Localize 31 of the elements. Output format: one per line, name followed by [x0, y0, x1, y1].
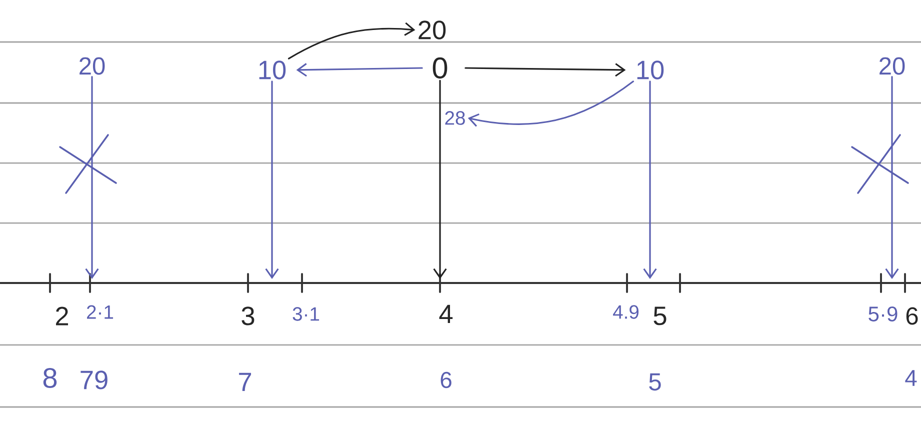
number-label: 4	[905, 370, 917, 386]
number-label: 2	[56, 306, 68, 326]
number-label: 6	[906, 307, 918, 325]
number-label: 8	[43, 368, 57, 388]
arrow	[885, 76, 899, 279]
number-label: 4	[439, 304, 453, 324]
number-label: 5	[649, 373, 661, 391]
number-label: 3	[242, 306, 254, 326]
number-label: 10	[637, 60, 664, 80]
arrow	[296, 63, 423, 77]
arrow	[464, 63, 626, 77]
arrow	[468, 80, 634, 127]
number-label: 20	[418, 20, 446, 40]
number-label: 3·1	[292, 307, 320, 321]
number-label: 5·9	[868, 306, 898, 322]
number-label: 0	[432, 57, 448, 79]
number-label: 6	[440, 372, 452, 388]
arrow	[265, 80, 279, 279]
number-label: 5	[654, 306, 666, 326]
number-label: 7	[239, 372, 252, 392]
number-label: 10	[259, 60, 286, 80]
number-label: 28	[445, 111, 465, 125]
number-label: 79	[80, 370, 108, 390]
arrow	[288, 22, 416, 60]
number-label: 4.9	[613, 305, 639, 319]
arrow	[643, 80, 657, 279]
arrow	[433, 80, 447, 279]
number-label: 20	[80, 57, 105, 75]
number-label: 20	[880, 57, 905, 75]
number-label: 2·1	[87, 305, 114, 319]
arrow	[85, 76, 99, 279]
